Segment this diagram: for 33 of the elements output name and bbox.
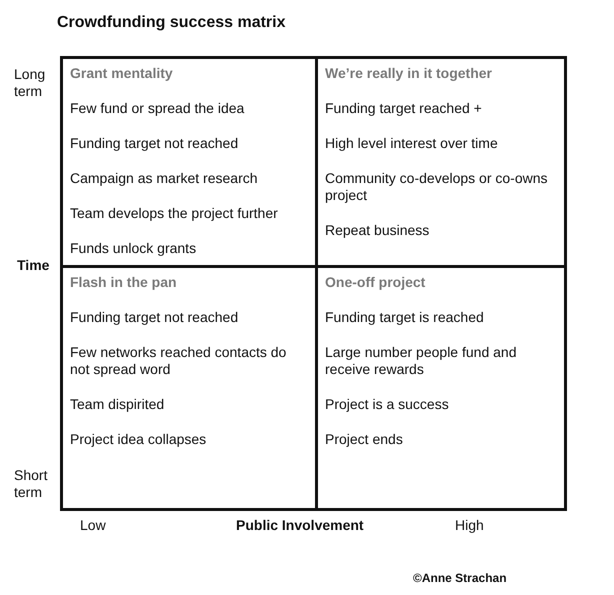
quadrant-item: Large number people fund and receive rewards [325, 344, 518, 378]
quadrant-item: Team develops the project further [70, 205, 279, 222]
quadrant-item: Team dispirited [70, 396, 166, 413]
quadrant-item: Funds unlock grants [70, 240, 198, 257]
title: Crowdfunding success matrix [57, 14, 286, 32]
quadrant-box [315, 265, 567, 511]
quadrant-item: Community co-develops or co-owns project [325, 170, 549, 204]
quadrant-item: Project idea collapses [70, 431, 208, 448]
quadrant-box [60, 265, 318, 511]
quadrant-item: Project ends [325, 431, 404, 448]
quadrant-item: Few fund or spread the idea [70, 100, 246, 117]
axis-end-label: Long term [14, 66, 46, 100]
quadrant-item: Funding target is reached [325, 309, 485, 326]
quadrant-item: Funding target reached + [325, 100, 483, 117]
quadrant-heading: We’re really in it together [325, 65, 494, 82]
axis-end-label: High [455, 517, 484, 534]
quadrant-item: Few networks reached contacts do not spread word [70, 344, 288, 378]
quadrant-box [315, 56, 567, 268]
axis-end-label: Low [80, 517, 106, 534]
quadrant-box [60, 56, 318, 268]
axis-title: Time [17, 257, 50, 274]
quadrant-item: Project is a success [325, 396, 450, 413]
quadrant-item: Funding target not reached [70, 309, 240, 326]
quadrant-heading: Flash in the pan [70, 274, 178, 291]
quadrant-item: High level interest over time [325, 135, 499, 152]
quadrant-item: Funding target not reached [70, 135, 240, 152]
quadrant-heading: Grant mentality [70, 65, 174, 82]
axis-end-label: Short term [14, 467, 48, 501]
copyright-note: ©Anne Strachan [413, 570, 507, 587]
quadrant-item: Repeat business [325, 222, 430, 239]
quadrant-item: Campaign as market research [70, 170, 259, 187]
quadrant-heading: One-off project [325, 274, 426, 291]
axis-title: Public Involvement [236, 517, 364, 534]
